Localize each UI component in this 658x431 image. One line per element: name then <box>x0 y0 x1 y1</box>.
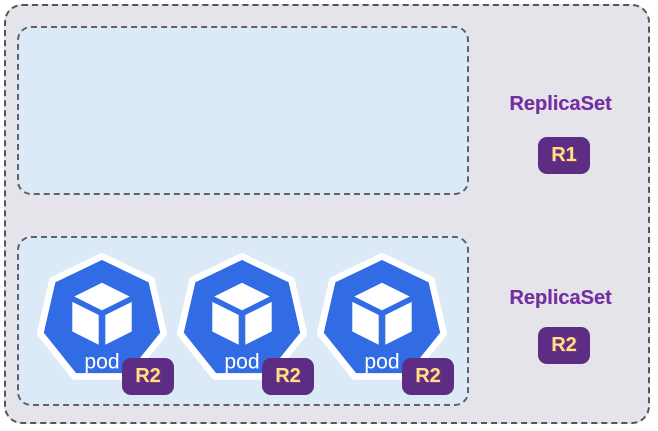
pod-label: pod <box>364 351 399 374</box>
pod-label: pod <box>224 351 259 374</box>
pod-icon: pod <box>176 253 308 380</box>
replicaset-r1-label: ReplicaSet <box>509 93 612 115</box>
pod-heptagon <box>176 253 308 380</box>
replicaset-r2-label: ReplicaSet <box>509 287 612 309</box>
replicaset-r1-badge: R1 <box>538 137 590 174</box>
replicaset-r1-pod-area <box>17 26 469 195</box>
cube-icon <box>212 282 272 345</box>
pod-heptagon <box>316 253 448 380</box>
cube-icon <box>352 282 412 345</box>
replicaset-r2-badge: R2 <box>538 327 590 364</box>
cube-icon <box>72 282 132 345</box>
pod-replicaset-badge: R2 <box>122 358 174 395</box>
pod-replicaset-badge: R2 <box>262 358 314 395</box>
pod-label: pod <box>84 351 119 374</box>
pod-icon: pod <box>316 253 448 380</box>
pod-icon: pod <box>36 253 168 380</box>
pod-heptagon <box>36 253 168 380</box>
pod-replicaset-badge: R2 <box>402 358 454 395</box>
